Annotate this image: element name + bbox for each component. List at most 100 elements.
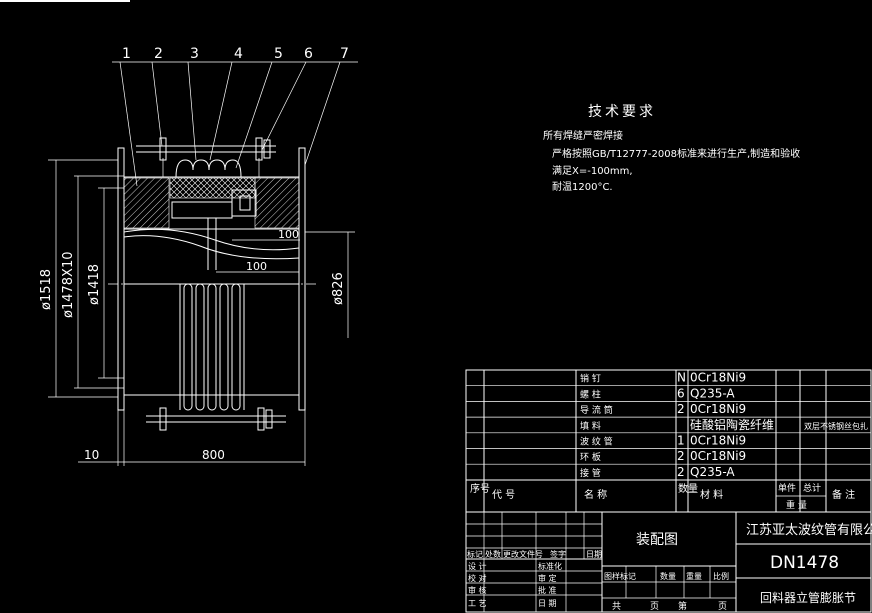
tie-rod-nut-right2 — [263, 139, 271, 159]
sign-check: 校 对 — [468, 573, 487, 583]
dim-100-lower: 100 — [246, 260, 267, 273]
bom-header-qty: 数量 — [678, 482, 698, 495]
break-line-lower — [123, 228, 300, 251]
bom-qty: 1 — [677, 434, 685, 448]
tie-rod-nut-bottom-left — [159, 407, 167, 431]
bom-name: 环 板 — [580, 451, 601, 463]
sign-process: 工 艺 — [468, 599, 487, 608]
bom-qty: 2 — [677, 402, 685, 416]
bom-material: 0Cr18Ni9 — [690, 371, 746, 385]
bom-qty: 2 — [677, 449, 685, 463]
insulation-fill-right — [254, 177, 300, 229]
dim-d1478: ø1478X10 — [61, 252, 76, 319]
bom-name: 销 钉 — [580, 373, 601, 385]
leader-line-7 — [304, 61, 341, 166]
rev-header-count: 处数 — [485, 549, 501, 559]
sign-standard: 标准化 — [538, 561, 562, 571]
dim-d1418: ø1418 — [87, 264, 102, 305]
title-block: 标记 处数 更改文件号 签字 日期 设 计 标准化 校 对 审 定 审 核 批 … — [465, 511, 872, 613]
tech-requirements: 技术要求 所有焊缝严密焊接 严格按照GB/T12777-2008标准来进行生产,… — [543, 104, 800, 193]
dimensions: ø1518 ø1478X10 ø1418 ø826 100 100 10 800 — [39, 159, 355, 466]
part-number-4: 4 — [234, 46, 243, 62]
bellows-top — [170, 159, 255, 178]
stage-header-qty: 数量 — [660, 571, 676, 581]
insulation-fill-left — [123, 177, 170, 229]
part-number-6: 6 — [304, 46, 313, 62]
guide-pin — [239, 195, 251, 211]
bom-header-material: 材 料 — [700, 488, 723, 501]
right-flange — [298, 147, 306, 411]
bom-header-unit: 单件 — [778, 482, 796, 494]
bom-header-weight: 重 量 — [786, 499, 807, 511]
title-block-border — [465, 511, 872, 613]
bellows-exterior — [179, 283, 245, 411]
bom-name: 填 料 — [580, 420, 601, 432]
drawing-number: DN1478 — [770, 553, 839, 573]
dim-100-upper: 100 — [278, 228, 299, 241]
sheet-total: 共 — [612, 601, 621, 612]
bom-name: 螺 柱 — [580, 388, 601, 400]
bom-header-name: 名 称 — [584, 488, 607, 501]
bom-header-no: 序号 — [470, 482, 490, 495]
bom-header-code: 代 号 — [492, 489, 515, 501]
tech-req-line-4: 耐温1200°C. — [552, 180, 613, 193]
tie-rod-nut-right — [255, 137, 263, 161]
part-number-7: 7 — [340, 46, 349, 62]
part-number-1: 1 — [122, 46, 131, 62]
leader-line-2 — [151, 61, 163, 147]
leader-line-5 — [235, 61, 273, 169]
bom-material: 0Cr18Ni9 — [690, 402, 746, 416]
bellows-packing — [169, 177, 256, 199]
revision-grid: 标记 处数 更改文件号 签字 日期 设 计 标准化 校 对 审 定 审 核 批 … — [466, 512, 603, 612]
rev-header-sign: 签字 — [550, 549, 566, 559]
bom-name: 导 流 筒 — [580, 404, 613, 416]
bom-remark: 双层不锈钢丝包扎 — [804, 421, 868, 431]
sign-approve: 批 准 — [538, 585, 557, 595]
stage-header-mark: 图样标记 — [604, 571, 636, 581]
bom-header-total: 总计 — [803, 482, 821, 494]
bom-qty: N — [677, 371, 686, 385]
bom-material: Q235-A — [690, 465, 735, 479]
dim-800: 800 — [202, 448, 225, 462]
product-name: 回料器立管膨胀节 — [760, 590, 856, 605]
leader-line-4 — [209, 61, 233, 161]
tech-req-line-3: 满足X=-100mm, — [552, 165, 633, 177]
sheet-current: 第 — [678, 600, 687, 612]
bom-material: 硅酸铝陶瓷纤维 — [690, 417, 774, 432]
part-callouts: 1 2 3 4 5 6 7 — [112, 46, 358, 187]
tie-rod-nut-left — [159, 137, 167, 161]
tech-req-line-1: 所有焊缝严密焊接 — [543, 129, 623, 142]
break-line-upper — [123, 235, 300, 260]
tie-rod-nut-bottom-right2 — [265, 409, 273, 429]
part-number-3: 3 — [190, 46, 199, 62]
bom-material: 0Cr18Ni9 — [690, 449, 746, 463]
guide-sleeve — [171, 201, 233, 219]
sheet-total-unit: 页 — [650, 601, 659, 612]
stage-header-weight: 重量 — [686, 571, 702, 581]
company-name: 江苏亚太波纹管有限公司 — [746, 522, 872, 538]
leader-line-3 — [187, 61, 197, 161]
leader-line-1 — [119, 61, 138, 187]
dim-d826: ø826 — [331, 272, 346, 305]
sheet-current-unit: 页 — [718, 601, 727, 612]
rev-header-doc: 更改文件号 — [503, 549, 543, 559]
bom-qty: 2 — [677, 465, 685, 479]
part-number-5: 5 — [274, 46, 283, 62]
sign-design: 设 计 — [468, 561, 487, 571]
drawing-type: 装配图 — [636, 532, 678, 548]
stage-header-scale: 比例 — [713, 571, 729, 581]
rev-header-mark: 标记 — [467, 549, 483, 559]
bom-name: 波 纹 管 — [580, 436, 613, 448]
sign-date: 日 期 — [538, 599, 557, 608]
bom-material: Q235-A — [690, 386, 735, 400]
tech-req-title: 技术要求 — [588, 104, 656, 120]
tech-req-line-2: 严格按照GB/T12777-2008标准来进行生产,制造和验收 — [552, 147, 800, 160]
bom-material: 0Cr18Ni9 — [690, 434, 746, 448]
rev-header-date: 日期 — [586, 550, 602, 559]
dim-10: 10 — [84, 448, 99, 462]
sign-approve-review: 审 定 — [538, 573, 557, 583]
bom-name: 接 管 — [580, 467, 601, 479]
bom-qty: 6 — [677, 386, 685, 400]
